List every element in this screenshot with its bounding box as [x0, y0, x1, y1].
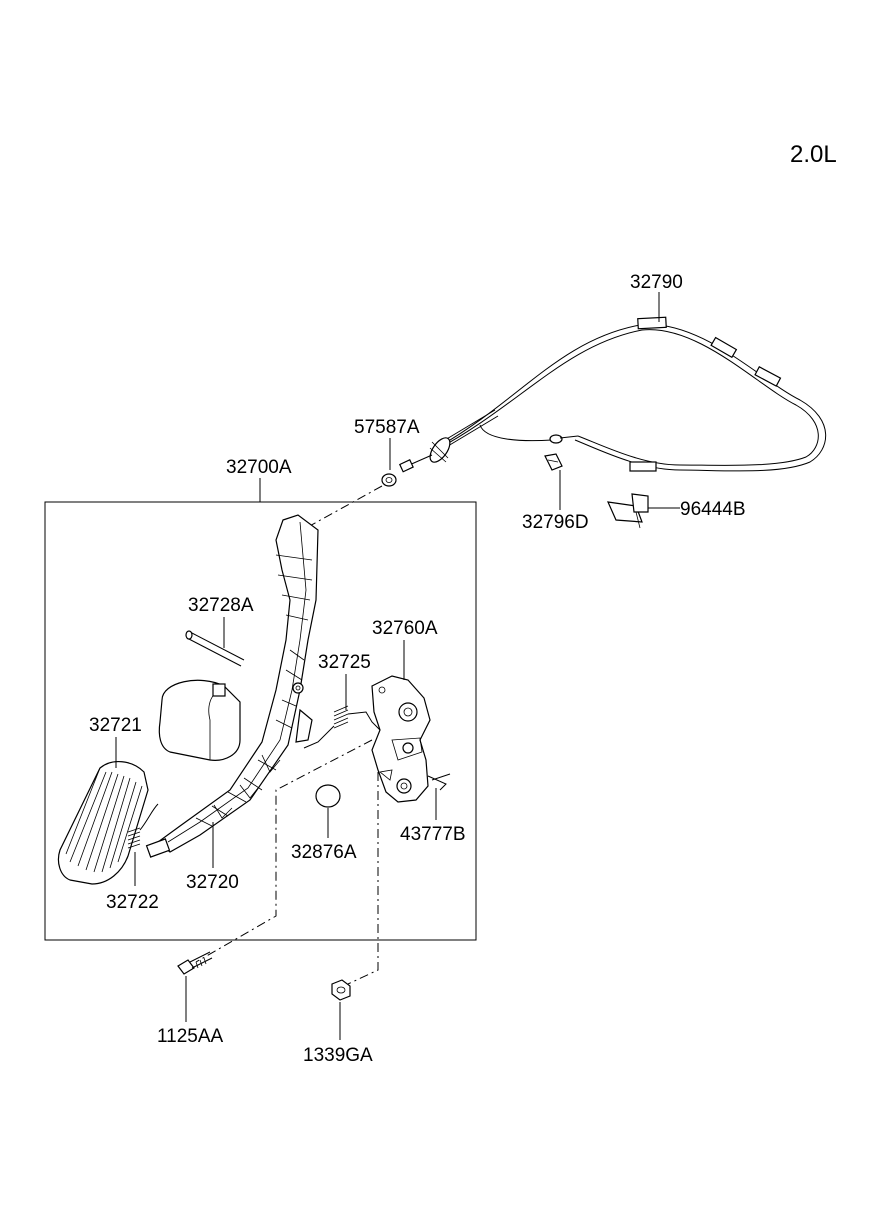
label-32760A: 32760A [372, 618, 438, 639]
label-32728A: 32728A [188, 595, 254, 616]
pedal-arm-32720[interactable] [145, 514, 319, 858]
retaining-clip-43777B[interactable] [427, 773, 451, 791]
label-32790: 32790 [630, 272, 683, 293]
bolt-leader-line [195, 739, 373, 963]
label-32796D: 32796D [522, 512, 589, 533]
nut-leader-line [347, 772, 379, 985]
label-32722: 32722 [106, 892, 159, 913]
label-32876A: 32876A [291, 842, 357, 863]
nut-1339GA[interactable] [331, 979, 351, 1001]
label-32720: 32720 [186, 872, 239, 893]
label-43777B: 43777B [400, 824, 466, 845]
pedal-damper-block[interactable] [158, 679, 241, 761]
accelerator-cable[interactable] [435, 316, 827, 472]
label-32721: 32721 [89, 715, 142, 736]
label-32700A: 32700A [226, 457, 292, 478]
pivot-pin-32728A[interactable] [185, 630, 245, 667]
stopper-cap-32876A[interactable] [315, 784, 341, 808]
cable-grommet-57587A[interactable] [398, 435, 454, 473]
cable-clip-96444B[interactable] [607, 493, 649, 529]
return-spring-32725[interactable] [303, 705, 381, 749]
bolt-1125AA[interactable] [177, 951, 213, 975]
cable-end-nut[interactable] [381, 473, 397, 487]
label-96444B: 96444B [680, 499, 746, 520]
engine-label: 2.0L [790, 141, 837, 168]
pedal-spring-32722[interactable] [127, 803, 159, 849]
label-1339GA: 1339GA [303, 1045, 373, 1066]
pedal-bracket-32760A[interactable] [371, 675, 431, 803]
label-32725: 32725 [318, 652, 371, 673]
label-57587A: 57587A [354, 417, 420, 438]
label-1125AA: 1125AA [157, 1026, 224, 1047]
pedal-pad-32721[interactable] [57, 761, 149, 885]
cable-clip-32796D[interactable] [544, 453, 563, 471]
